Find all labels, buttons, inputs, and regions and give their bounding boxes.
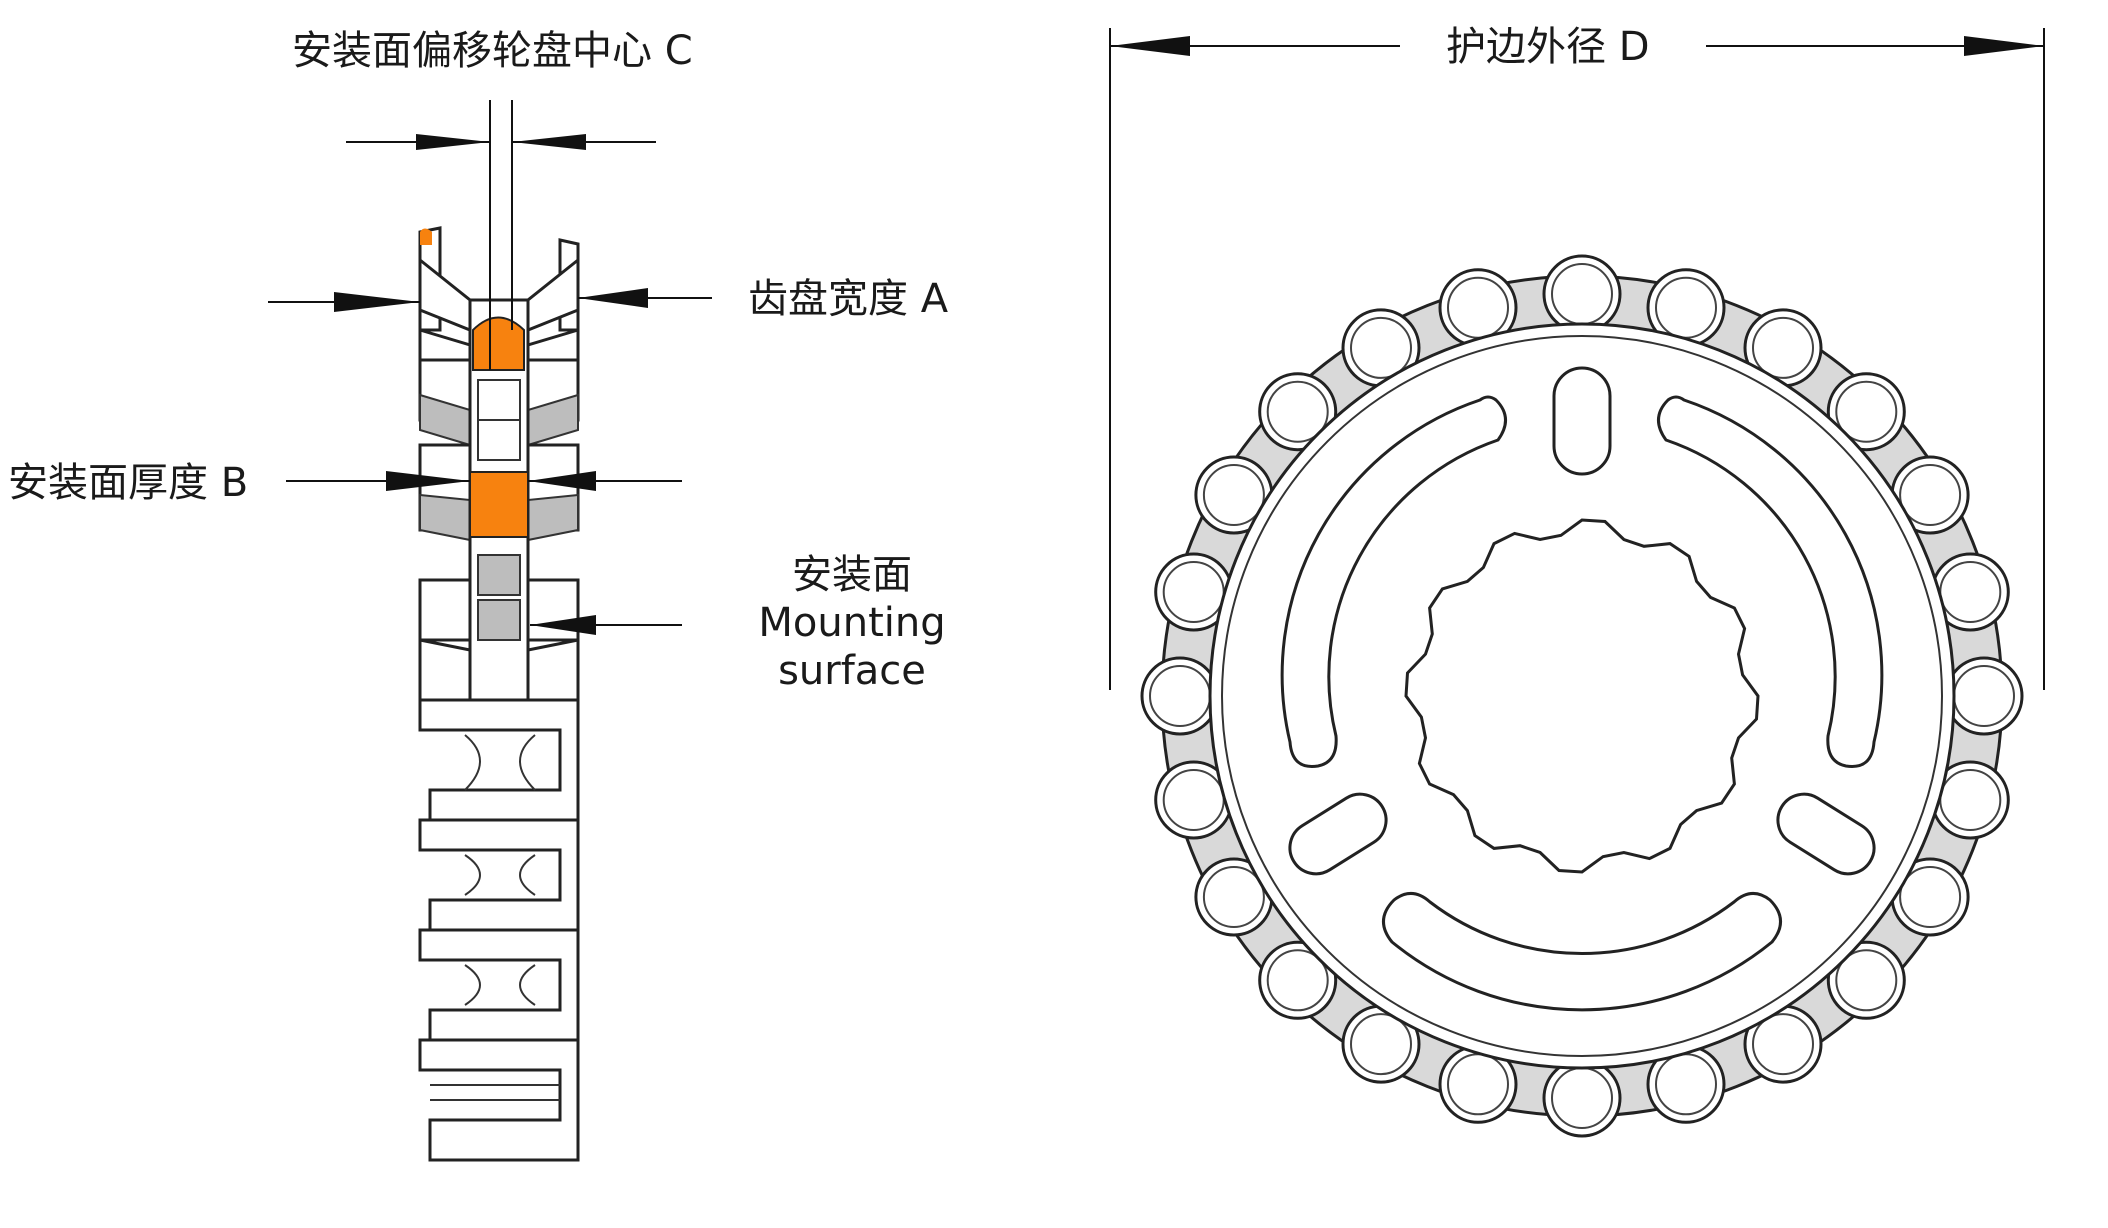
roller-inner xyxy=(1752,316,1814,379)
mounting-surface-en-1: Mounting xyxy=(758,600,945,646)
roller-inner xyxy=(1899,464,1962,526)
sprocket-front xyxy=(1140,254,2024,1138)
front-view: 护边外径 D xyxy=(1109,24,2045,1138)
roller-inner xyxy=(1202,866,1265,928)
roller-inner xyxy=(1202,464,1265,526)
roller xyxy=(1542,254,1622,334)
mounting-surface-pointer xyxy=(530,615,682,635)
arc-slot-bottom xyxy=(1382,892,1782,1012)
arc-slot-right xyxy=(1657,395,1884,768)
roller xyxy=(1140,656,1220,736)
mounting-thickness-highlight xyxy=(469,471,529,538)
spline-bore xyxy=(1404,518,1760,874)
mounting-surface-cn: 安装面 xyxy=(792,552,912,598)
mounting-surface-en-2: surface xyxy=(778,648,926,694)
small-slot-top xyxy=(1552,366,1612,476)
roller-inner xyxy=(1899,866,1962,928)
roller-inner xyxy=(1266,949,1329,1012)
roller xyxy=(1542,1058,1622,1138)
roller-inner xyxy=(1835,380,1898,443)
dimension-c xyxy=(346,100,656,370)
roller-inner xyxy=(1350,316,1412,379)
thickness-b-label: 安装面厚度 B xyxy=(8,460,248,506)
roller-inner xyxy=(1350,1013,1412,1076)
dimension-d xyxy=(1109,28,2045,690)
roller-inner xyxy=(1752,1013,1814,1076)
arc-slot-left xyxy=(1280,395,1507,768)
roller-inner xyxy=(1835,949,1898,1012)
roller xyxy=(1826,940,1906,1020)
sprocket-web-ring xyxy=(1221,335,1943,1057)
roller xyxy=(1258,940,1338,1020)
width-a-label: 齿盘宽度 A xyxy=(748,276,949,322)
dimension-a xyxy=(268,288,712,312)
dimension-b xyxy=(286,471,682,491)
tooth-width-highlight xyxy=(472,316,525,371)
roller xyxy=(1826,372,1906,452)
roller xyxy=(1944,656,2024,736)
diameter-d-label: 护边外径 D xyxy=(1446,24,1650,70)
small-slot-right xyxy=(1776,792,1876,876)
roller xyxy=(1258,372,1338,452)
tip-highlight xyxy=(420,228,432,245)
offset-c-label: 安装面偏移轮盘中心 C xyxy=(292,28,693,74)
roller-inner xyxy=(1266,380,1329,443)
side-view: 安装面偏移轮盘中心 C 齿盘宽度 A 安装面厚度 B 安装面 Mounting … xyxy=(8,28,949,1162)
small-slot-left xyxy=(1288,792,1388,876)
